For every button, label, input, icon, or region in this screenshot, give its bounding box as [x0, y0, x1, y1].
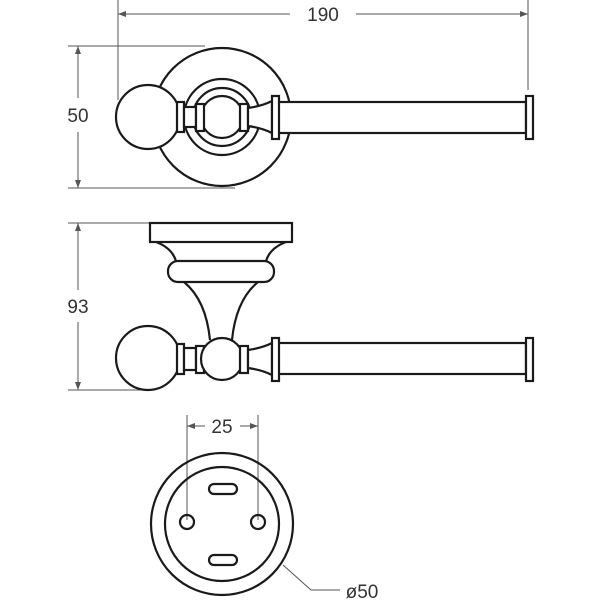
- dimension-height-side: 93: [67, 222, 150, 391]
- dimension-height-top: 50: [67, 45, 235, 189]
- length-label: 190: [307, 5, 339, 26]
- base-view: 25 ø50: [149, 415, 379, 600]
- dimension-length: 190: [117, 0, 529, 100]
- diameter-label: ø50: [346, 582, 379, 600]
- top-view: [114, 46, 535, 188]
- height-side-label: 93: [67, 297, 88, 318]
- hole-spacing-label: 25: [211, 417, 232, 438]
- side-view: [114, 221, 535, 392]
- height-top-label: 50: [67, 106, 88, 127]
